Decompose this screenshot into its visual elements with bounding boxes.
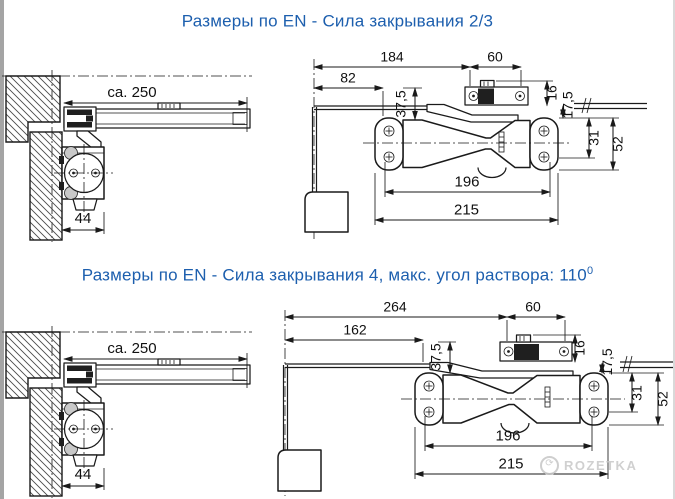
dim-screw-spacing-label: 31	[586, 130, 602, 146]
cap-screws	[383, 125, 550, 163]
dim-hole-spacing: 196	[424, 416, 593, 451]
dim-arm-drop-label: 37,5	[393, 90, 409, 117]
dim-hole-spacing: 196	[384, 162, 551, 197]
dim-bracket-length: 60	[506, 299, 566, 341]
right-reference-lines	[574, 97, 647, 114]
dim-bracket-length-label: 60	[525, 299, 541, 315]
section-2-side-view-diagram: ca. 250 44	[2, 326, 252, 498]
watermark: ⟳ ROZETKA	[540, 456, 637, 475]
dim-body-length: 215	[374, 173, 559, 225]
dim-arm-drop: 37,5	[428, 341, 456, 374]
dim-body-depth: 44	[61, 210, 105, 234]
closer-body-side	[54, 144, 113, 220]
section-1-title: Размеры по EN - Сила закрывания 2/3	[0, 11, 675, 32]
arm-assembly	[277, 361, 574, 492]
door-leaf	[29, 387, 63, 497]
right-reference-lines	[620, 355, 673, 373]
dim-bracket-length-label: 60	[487, 49, 503, 65]
section-2-front-view-diagram: 264 60 162	[277, 299, 673, 496]
dim-body-depth-label: 44	[75, 466, 92, 483]
dim-screw-spacing-label: 31	[629, 385, 645, 401]
rail-bracket	[499, 334, 573, 362]
circular-arrow-icon: ⟳	[540, 456, 559, 475]
dim-screw-spacing: 31	[609, 372, 645, 413]
section-2-title-superscript: 0	[586, 265, 594, 277]
closer-body-front	[363, 117, 572, 179]
dim-overall-projection-label: ca. 250	[107, 84, 156, 101]
section-2-title: Размеры по EN - Сила закрывания 4, макс.…	[0, 265, 675, 286]
dim-body-height-label: 52	[610, 136, 626, 152]
closer-body-front	[401, 372, 625, 434]
cap-screws	[423, 380, 600, 418]
dim-overall-projection: ca. 250	[63, 340, 248, 388]
left-edge-strip	[0, 0, 4, 499]
dim-bracket-height: 16	[533, 334, 588, 363]
arm-clamp	[63, 106, 102, 149]
dim-arm-total-label: 184	[380, 49, 404, 65]
dim-bracket-length: 60	[469, 49, 522, 86]
door-leaf	[29, 131, 63, 241]
dim-body-height: 52	[559, 117, 626, 171]
dim-axis-to-body-label: 82	[340, 70, 356, 86]
section-1-title-text: Размеры по EN - Сила закрывания 2/3	[181, 11, 494, 31]
dim-overall-projection-label: ca. 250	[107, 340, 156, 357]
section-1-front-view-diagram: 184 60 82	[304, 49, 647, 239]
dim-hole-spacing-label: 196	[454, 174, 479, 191]
section-1-side-view-diagram: ca. 250 44	[2, 70, 252, 242]
dim-body-length-label: 215	[454, 202, 479, 219]
dim-overall-projection: ca. 250	[63, 84, 248, 132]
dim-arm-total-label: 264	[383, 299, 407, 315]
arm-clamp	[63, 362, 102, 405]
dim-arm-total: 184	[313, 49, 471, 86]
dim-body-depth-label: 44	[75, 210, 92, 227]
wall-section	[5, 75, 61, 143]
watermark-text: ROZETKA	[564, 458, 638, 473]
rail-bracket	[464, 79, 529, 106]
dim-bracket-height-label: 16	[544, 85, 560, 101]
dim-body-height-label: 52	[655, 391, 671, 407]
section-2-title-text: Размеры по EN - Сила закрывания 4, макс.…	[81, 265, 587, 285]
dim-arm-drop: 37,5	[393, 87, 422, 121]
dim-offset: 17,5	[599, 348, 615, 375]
dim-hole-spacing-label: 196	[495, 428, 520, 445]
dim-screw-spacing: 31	[559, 117, 602, 159]
dim-offset-label: 17,5	[599, 348, 615, 375]
dim-body-length-label: 215	[498, 456, 523, 473]
dim-body-depth: 44	[61, 466, 105, 490]
dim-axis-to-body: 162	[284, 322, 424, 362]
dim-arm-total: 264	[284, 299, 508, 341]
dim-bracket-height: 16	[496, 80, 560, 107]
wall-section	[5, 331, 61, 399]
arm-assembly	[304, 103, 519, 233]
dim-offset-label: 17,5	[560, 91, 576, 118]
dim-arm-drop-label: 37,5	[428, 343, 444, 370]
dim-offset: 17,5	[560, 91, 576, 119]
dim-axis-to-body: 82	[313, 70, 384, 116]
dim-body-length: 215	[414, 427, 609, 479]
dim-body-height: 52	[609, 372, 671, 426]
closer-body-side	[54, 400, 113, 476]
right-edge-strip	[673, 0, 675, 499]
dim-axis-to-body-label: 162	[343, 322, 367, 338]
dim-bracket-height-label: 16	[572, 340, 588, 356]
